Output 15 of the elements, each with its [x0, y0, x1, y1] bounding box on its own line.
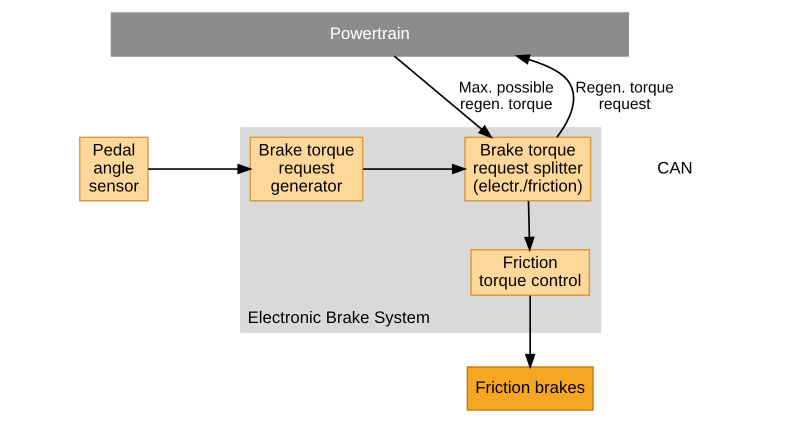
arrow [148, 164, 253, 174]
arrow [394, 55, 494, 139]
arrow [514, 54, 574, 138]
arrow [363, 164, 468, 174]
node-box: Friction brakes [466, 366, 594, 411]
arrow [524, 296, 536, 370]
edge-label: Regen. torque request [575, 79, 674, 114]
edge-label: Max. possible regen. torque [458, 79, 554, 114]
arrow [524, 201, 535, 252]
node-box: Pedal angle sensor [79, 136, 149, 202]
node-box: Brake torque request splitter (electr./friction) [464, 136, 592, 202]
node-box: Brake torque request generator [250, 136, 364, 202]
node-box: Friction torque control [470, 249, 590, 296]
label: CAN [657, 158, 693, 178]
node-box: Powertrain [110, 12, 629, 57]
